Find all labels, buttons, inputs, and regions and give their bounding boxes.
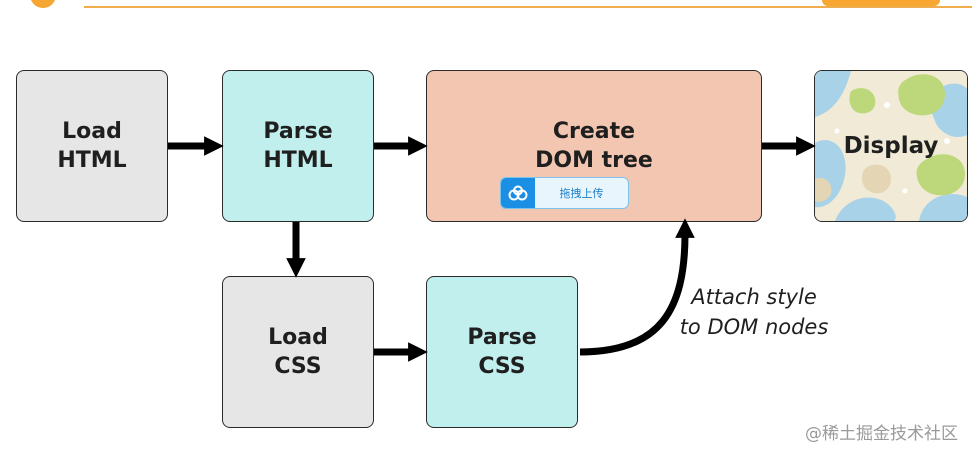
display-abstract-background — [815, 71, 967, 221]
node-load-html-label: Load HTML — [57, 119, 127, 173]
node-parse-html: Parse HTML — [222, 70, 374, 222]
node-display-label: Display — [843, 132, 939, 159]
header-logo — [30, 0, 56, 8]
header-tab — [822, 0, 940, 6]
node-create-dom-tree-label: Create DOM tree — [535, 119, 653, 173]
header-divider — [84, 6, 972, 8]
drag-upload-button[interactable]: 拖拽上传 — [500, 177, 629, 209]
node-load-css: Load CSS — [222, 276, 374, 428]
edge-annotation-attach-style: Attach style to DOM nodes — [679, 285, 829, 339]
watermark: @稀土掘金技术社区 — [805, 424, 958, 444]
node-parse-html-label: Parse HTML — [263, 119, 333, 173]
node-load-css-label: Load CSS — [268, 325, 328, 379]
node-display: Display — [814, 70, 968, 222]
drag-upload-label: 拖拽上传 — [559, 187, 604, 200]
node-parse-css-label: Parse CSS — [467, 325, 537, 379]
node-load-html: Load HTML — [16, 70, 168, 222]
node-parse-css: Parse CSS — [426, 276, 578, 428]
cloud-upload-icon — [501, 178, 535, 208]
